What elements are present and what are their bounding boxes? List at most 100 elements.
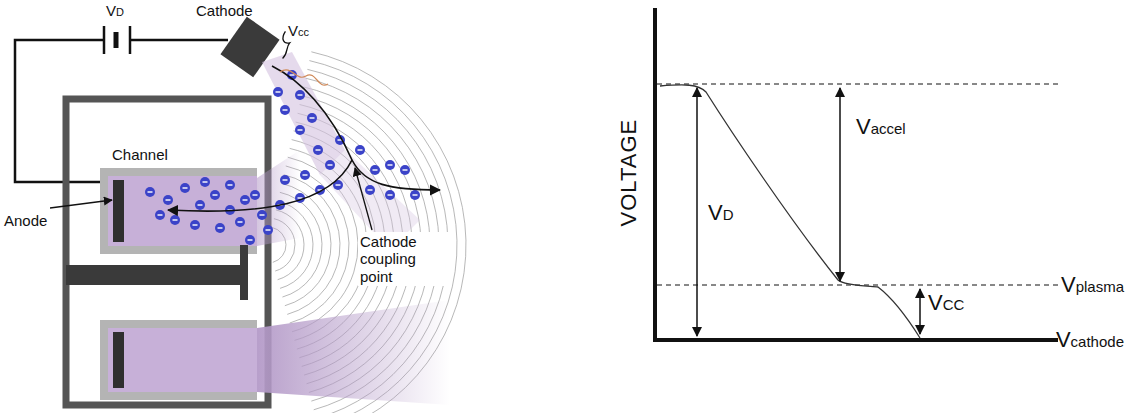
part-name: Channel [112, 146, 168, 163]
electron [280, 105, 290, 115]
leader-line [355, 168, 372, 230]
electron [250, 190, 260, 200]
electron-sign [158, 214, 163, 215]
electron [145, 187, 155, 197]
dashed-line [657, 84, 1058, 85]
electron [235, 217, 245, 227]
axis-title: VOLTAGE [616, 119, 641, 227]
electron-sign [403, 169, 408, 170]
electron [180, 183, 190, 193]
dimension-arrow [839, 88, 841, 281]
dimension-arrow [696, 88, 698, 336]
part-name: Cathode [196, 2, 253, 19]
electron [295, 90, 305, 100]
electron-sign [413, 194, 418, 195]
supply-voltage-label: VD [106, 2, 124, 19]
wire [15, 40, 104, 182]
electron [313, 145, 323, 155]
electron-sign [373, 169, 378, 170]
leader-line [50, 200, 112, 208]
electron-sign [388, 194, 393, 195]
electron-sign [303, 174, 308, 175]
electron-sign [213, 194, 218, 195]
electron-sign [266, 229, 271, 230]
electron [280, 175, 290, 185]
voltage-label: VD [708, 200, 734, 225]
callout-label: Cathode coupling point [358, 232, 452, 286]
electron [307, 113, 317, 123]
electron-sign [238, 221, 243, 222]
electron-sign [290, 74, 295, 75]
electron [400, 165, 410, 175]
voltage-label: Vaccel [856, 114, 906, 139]
electron-sign [283, 179, 288, 180]
electron-sign [298, 129, 303, 130]
electron-sign [253, 194, 258, 195]
electron-sign [276, 91, 281, 92]
electron-sign [193, 224, 198, 225]
electron-sign [328, 164, 333, 165]
electron [385, 160, 395, 170]
electron-sign [148, 191, 153, 192]
electron-sign [260, 214, 265, 215]
electron-sign [166, 199, 171, 200]
electron-sign [368, 189, 373, 190]
electron [155, 210, 165, 220]
electron-sign [388, 164, 393, 165]
electron [195, 200, 205, 210]
voltage-label: Vcathode [1056, 327, 1124, 352]
electron [240, 195, 250, 205]
electron [215, 223, 225, 233]
electron-sign [283, 109, 288, 110]
electron [365, 185, 375, 195]
plume [257, 300, 450, 405]
electron [325, 160, 335, 170]
electron [370, 165, 380, 175]
electron-sign [183, 187, 188, 188]
channel-wall [100, 320, 257, 400]
axis [653, 338, 1058, 342]
thruster-housing [66, 99, 268, 405]
electron [200, 177, 210, 187]
anode [113, 332, 124, 388]
electron [385, 190, 395, 200]
electron [300, 170, 310, 180]
electron [355, 145, 365, 155]
electron [245, 235, 255, 245]
electron-sign [198, 204, 203, 205]
electron-sign [336, 184, 341, 185]
electron-sign [310, 117, 315, 118]
electron-sign [228, 184, 233, 185]
electron-sign [248, 239, 253, 240]
electron [273, 87, 283, 97]
voltage-label: Vplasma [1061, 272, 1124, 297]
electron-sign [358, 149, 363, 150]
electron-sign [316, 149, 321, 150]
anode [113, 180, 124, 242]
voltage-label: VCC [928, 290, 964, 315]
battery-symbol [103, 26, 106, 54]
electron-sign [298, 94, 303, 95]
dimension-arrow [919, 289, 921, 334]
electron-sign [173, 219, 178, 220]
voltage-curve [660, 85, 920, 338]
electron-sign [218, 227, 223, 228]
axis [653, 8, 657, 340]
electron [163, 195, 173, 205]
electron [295, 125, 305, 135]
electron-sign [243, 199, 248, 200]
voltage-label: Vcc [288, 22, 309, 39]
part-name: Anode [4, 212, 47, 229]
electron-path [168, 66, 352, 211]
electron [410, 190, 420, 200]
electron [210, 190, 220, 200]
electron [263, 225, 273, 235]
electron-sign [203, 181, 208, 182]
electron [225, 180, 235, 190]
electron [190, 220, 200, 230]
electron [257, 210, 267, 220]
center-pole [66, 265, 246, 285]
electron [170, 215, 180, 225]
